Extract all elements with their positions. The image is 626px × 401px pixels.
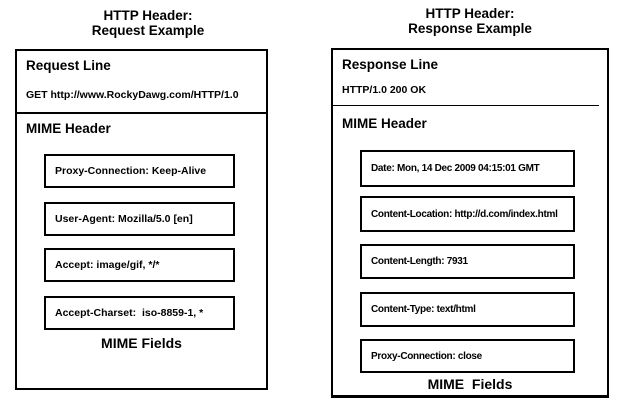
- response-field-box: Content-Location: http://d.com/index.htm…: [360, 196, 575, 232]
- request-outer-box: Request Line GET http://www.RockyDawg.co…: [15, 49, 268, 390]
- request-field-user-agent: User-Agent: Mozilla/5.0 [en]: [55, 213, 193, 225]
- request-mime-fields-label: MIME Fields: [101, 335, 182, 351]
- request-field-proxy-connection: Proxy-Connection: Keep-Alive: [55, 165, 207, 177]
- request-line-heading: Request Line: [26, 58, 111, 73]
- request-field-accept: Accept: image/gif, */*: [55, 259, 160, 271]
- request-field-box: User-Agent: Mozilla/5.0 [en]: [44, 202, 235, 236]
- request-mime-header-heading: MIME Header: [26, 121, 111, 136]
- response-field-content-length: Content-Length: 7931: [371, 256, 468, 267]
- response-field-date: Date: Mon, 14 Dec 2009 04:15:01 GMT: [371, 163, 540, 174]
- response-field-box: Content-Length: 7931: [360, 244, 575, 279]
- request-section-divider: [17, 112, 266, 114]
- request-field-box: Accept: image/gif, */*: [44, 248, 235, 282]
- response-line-heading: Response Line: [342, 57, 439, 72]
- response-title-line2: Response Example: [408, 21, 532, 36]
- response-field-box: Proxy-Connection: close: [360, 339, 575, 373]
- request-field-box: Accept-Charset: iso-8859-1, *: [44, 296, 235, 330]
- request-title-line1: HTTP Header:: [103, 8, 193, 23]
- response-mime-header-heading: MIME Header: [342, 116, 427, 131]
- response-field-content-location: Content-Location: http://d.com/index.htm…: [371, 208, 558, 220]
- response-mime-fields-label: MIME Fields: [427, 376, 513, 392]
- response-section-divider: [333, 105, 599, 106]
- response-outer-box: Response Line HTTP/1.0 200 OK MIME Heade…: [331, 48, 609, 398]
- response-field-content-type: Content-Type: text/html: [371, 304, 476, 315]
- request-diagram-title: HTTP Header: Request Example: [15, 8, 281, 38]
- response-diagram-title: HTTP Header: Response Example: [331, 6, 609, 36]
- response-field-box: Content-Type: text/html: [360, 292, 575, 327]
- request-line-value: GET http://www.RockyDawg.com/HTTP/1.0: [26, 89, 239, 101]
- response-line-value: HTTP/1.0 200 OK: [342, 84, 427, 96]
- request-field-accept-charset: Accept-Charset: iso-8859-1, *: [55, 307, 204, 319]
- request-title-line2: Request Example: [91, 23, 205, 38]
- request-field-box: Proxy-Connection: Keep-Alive: [44, 154, 235, 188]
- response-title-line1: HTTP Header:: [425, 6, 515, 21]
- response-field-proxy-connection: Proxy-Connection: close: [371, 350, 482, 362]
- response-field-box: Date: Mon, 14 Dec 2009 04:15:01 GMT: [360, 150, 575, 187]
